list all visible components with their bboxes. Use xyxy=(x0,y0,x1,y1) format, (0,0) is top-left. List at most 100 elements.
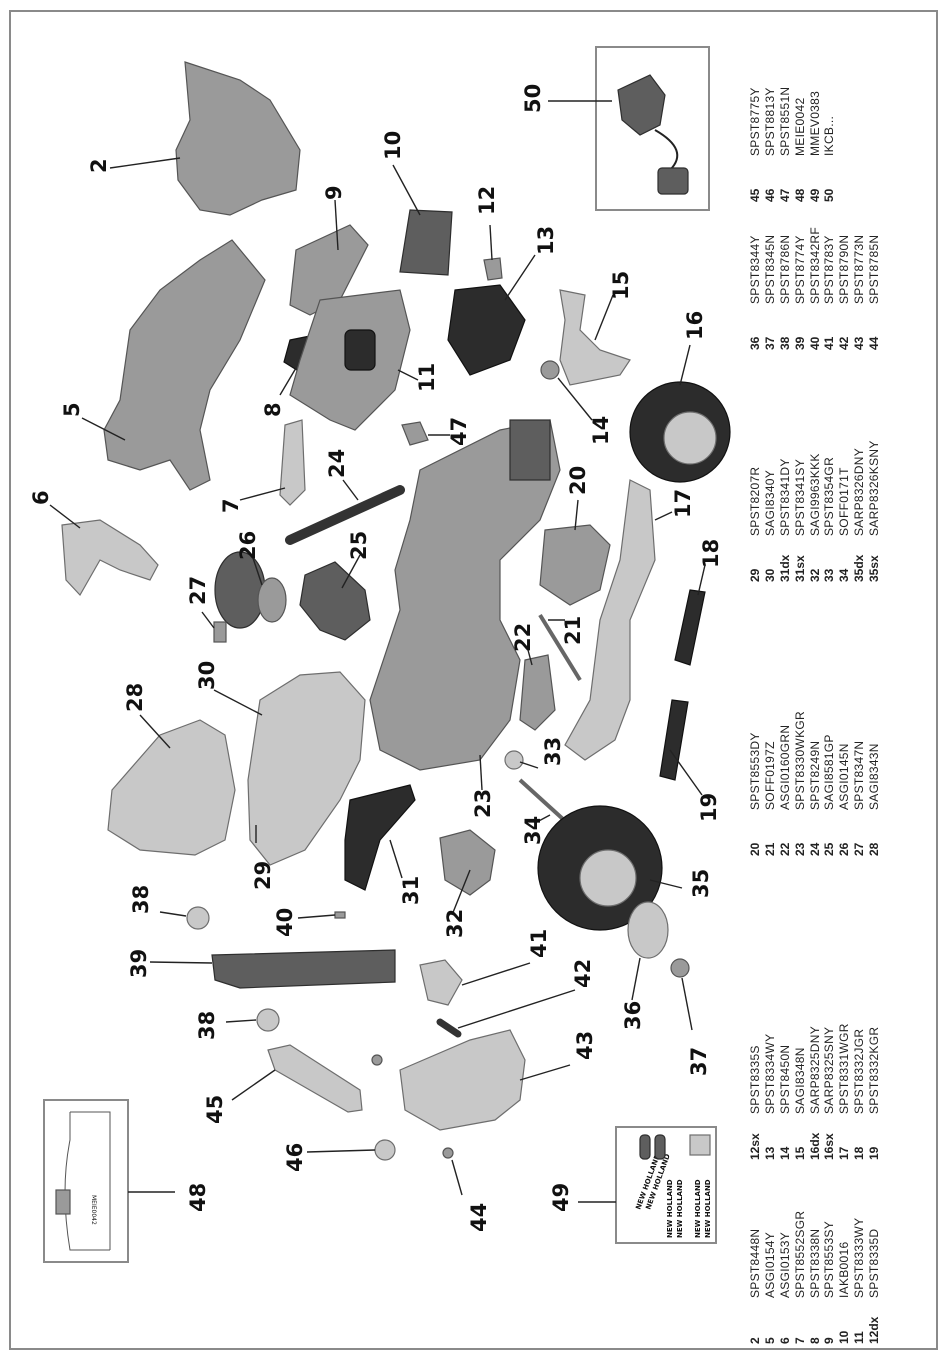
part-number: 49 xyxy=(807,188,822,202)
part-code: ASGI0154Y xyxy=(762,1231,777,1298)
callout-label: 37 xyxy=(687,1047,711,1076)
callout-label: 26 xyxy=(236,531,260,560)
part-number: 47 xyxy=(777,188,792,202)
part-code: MEIE0042 xyxy=(792,97,807,156)
part-code: SPST8333WY xyxy=(852,1217,867,1298)
decal-lamp-icon xyxy=(639,1134,651,1160)
part-code: SOFF0171T xyxy=(837,467,852,536)
part-number: 22 xyxy=(777,842,792,856)
part-code: ASGI0160GRN xyxy=(777,724,792,810)
part-number: 38 xyxy=(777,336,792,350)
decal-text: NEW HOLLAND xyxy=(676,1179,684,1238)
part-number: 7 xyxy=(792,1337,807,1344)
part-code: SPST8450N xyxy=(777,1044,792,1114)
part-horn-button xyxy=(213,621,227,643)
part-code: SPST8341SY xyxy=(792,458,807,536)
part-code: SPST8553SY xyxy=(822,1220,837,1298)
part-bucket xyxy=(399,1029,526,1131)
callout-label: 5 xyxy=(60,402,84,417)
part-steering-wheel xyxy=(214,551,266,629)
callout-label: 29 xyxy=(251,861,275,890)
part-lever xyxy=(267,1044,363,1113)
part-main-chassis xyxy=(369,419,561,771)
callout-label: 28 xyxy=(123,683,147,712)
part-code: SPST8331WGR xyxy=(837,1023,852,1114)
callout-label: 47 xyxy=(447,417,471,446)
part-steering-link xyxy=(559,289,631,386)
callout-label: 7 xyxy=(219,498,243,513)
part-code: SPST8344Y xyxy=(748,235,762,304)
part-number: 23 xyxy=(792,842,807,856)
callout-label: 18 xyxy=(699,539,723,568)
callout-label: 9 xyxy=(322,185,346,200)
part-code: SARP8325SNY xyxy=(822,1026,837,1114)
part-main-chassis-grille xyxy=(509,419,551,481)
part-hub xyxy=(540,360,560,380)
parts-row: 9 SPST8553SY xyxy=(822,1211,837,1344)
part-side-frame xyxy=(61,519,159,597)
callout-label: 32 xyxy=(443,909,467,938)
callout-label: 48 xyxy=(186,1183,210,1212)
part-hood xyxy=(175,61,301,216)
part-code: SPST8207R xyxy=(748,466,762,536)
part-mudguard xyxy=(539,524,611,606)
part-bolt xyxy=(442,1147,454,1159)
part-code: SPST8249N xyxy=(807,740,822,810)
callout-label: 19 xyxy=(697,793,721,822)
callout-labels: 2 5 6 7 8 9 10 11 12 13 14 15 16 17 18 1… xyxy=(29,84,723,1232)
part-number: 28 xyxy=(867,842,882,856)
part-number: 8 xyxy=(807,1337,822,1344)
part-code: SPST8335S xyxy=(748,1045,762,1114)
callout-label: 17 xyxy=(671,489,695,518)
page-frame xyxy=(9,10,938,1350)
part-footplate-front xyxy=(674,589,706,666)
callout-label: 43 xyxy=(573,1031,597,1060)
part-code: SPST8551N xyxy=(777,86,792,156)
part-chassis-rail xyxy=(564,479,656,761)
part-number: 29 xyxy=(748,568,762,582)
part-code: SPST8334WY xyxy=(762,1033,777,1114)
part-code: SPST8332KGR xyxy=(867,1026,882,1114)
parts-row: 22 ASGI0160GRN xyxy=(778,711,793,856)
part-number: 30 xyxy=(762,568,777,582)
part-code: SPST8332JGR xyxy=(852,1028,867,1114)
part-number: 27 xyxy=(852,842,867,856)
part-footplate-rear xyxy=(659,699,689,781)
part-axle-rod xyxy=(538,613,582,682)
part-number: 9 xyxy=(822,1337,837,1344)
wiring-switch-icon xyxy=(55,1189,71,1215)
part-code: SPST8342RF xyxy=(807,226,822,304)
part-front-wheel-rim xyxy=(663,411,717,465)
part-code: SPST8813Y xyxy=(762,87,777,156)
part-number: 39 xyxy=(792,336,807,350)
decal-lamp-icon xyxy=(654,1134,666,1160)
part-number: 31sx xyxy=(792,555,807,582)
callout-label: 46 xyxy=(283,1143,307,1172)
wiring-box xyxy=(43,1099,129,1263)
parts-row: 47 SPST8551N xyxy=(778,87,793,202)
part-roller-cap-top xyxy=(186,906,210,930)
part-steering-box xyxy=(299,561,371,641)
